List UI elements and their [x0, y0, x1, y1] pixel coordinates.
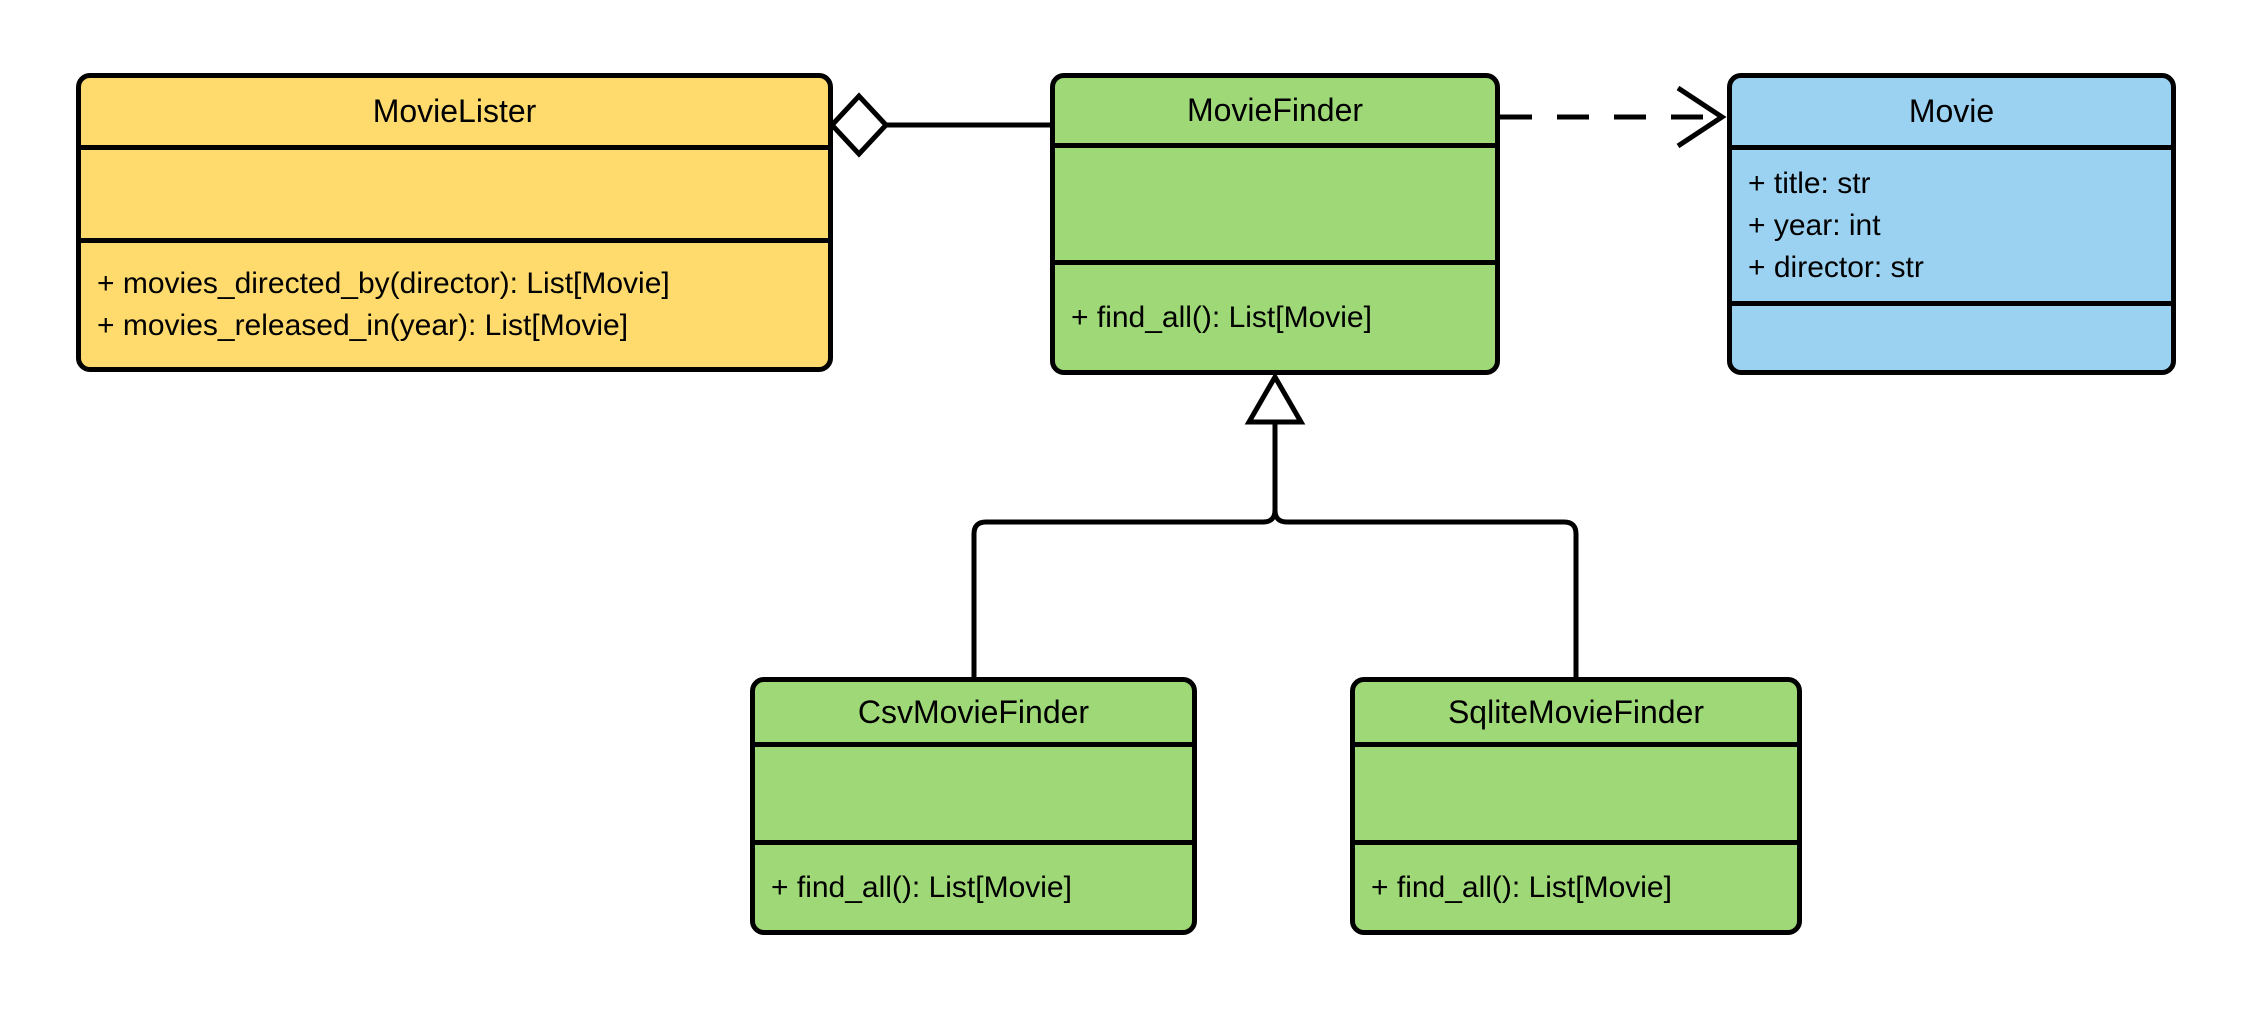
- attributes-section-movielister: [81, 145, 828, 238]
- aggregation-diamond-icon: [828, 92, 890, 158]
- methods-section-moviefinder: + find_all(): List[Movie]: [1055, 260, 1495, 370]
- method-line: + movies_released_in(year): List[Movie]: [97, 309, 629, 342]
- attributes-section-moviefinder: [1055, 143, 1495, 260]
- attributes-section-sqlitemoviefinder: [1355, 742, 1797, 840]
- inheritance-branch-right: [1272, 422, 1579, 679]
- method-line: + find_all(): List[Movie]: [771, 870, 1072, 904]
- attribute-line: + year: int: [1748, 208, 1881, 242]
- class-box-movielister: MovieLister + movies_directed_by(directo…: [76, 73, 833, 372]
- attributes-section-movie: + title: str + year: int + director: str: [1732, 145, 2171, 301]
- method-line: + find_all(): List[Movie]: [1071, 300, 1372, 334]
- inheritance-triangle-icon: [1244, 372, 1306, 425]
- methods-section-csvmoviefinder: + find_all(): List[Movie]: [755, 840, 1192, 930]
- methods-section-movie: [1732, 301, 2171, 370]
- class-title-movie: Movie: [1908, 93, 1995, 129]
- class-title-moviefinder: MovieFinder: [1186, 92, 1364, 128]
- method-line: + movies_directed_by(director): List[Mov…: [97, 267, 670, 300]
- class-title-sqlitemoviefinder: SqliteMovieFinder: [1447, 693, 1705, 730]
- class-box-csvmoviefinder: CsvMovieFinder + find_all(): List[Movie]: [750, 677, 1197, 935]
- dependency-open-arrowhead-icon: [1676, 85, 1727, 149]
- class-title-csvmoviefinder: CsvMovieFinder: [857, 693, 1090, 730]
- methods-section-movielister: + movies_directed_by(director): List[Mov…: [81, 238, 828, 367]
- attribute-line: + title: str: [1748, 166, 1871, 200]
- aggregation-connector: [828, 92, 1052, 158]
- method-line: + find_all(): List[Movie]: [1371, 870, 1672, 904]
- class-box-sqlitemoviefinder: SqliteMovieFinder + find_all(): List[Mov…: [1350, 677, 1802, 935]
- dependency-connector: [1500, 85, 1727, 149]
- methods-section-sqlitemoviefinder: + find_all(): List[Movie]: [1355, 840, 1797, 930]
- inheritance-branch-left: [971, 422, 1278, 679]
- class-box-movie: Movie + title: str + year: int + directo…: [1727, 73, 2176, 375]
- attributes-section-csvmoviefinder: [755, 742, 1192, 840]
- inheritance-connector: [971, 372, 1579, 679]
- class-title-movielister: MovieLister: [372, 93, 537, 129]
- attribute-line: + director: str: [1748, 250, 1924, 284]
- class-box-moviefinder: MovieFinder + find_all(): List[Movie]: [1050, 73, 1500, 375]
